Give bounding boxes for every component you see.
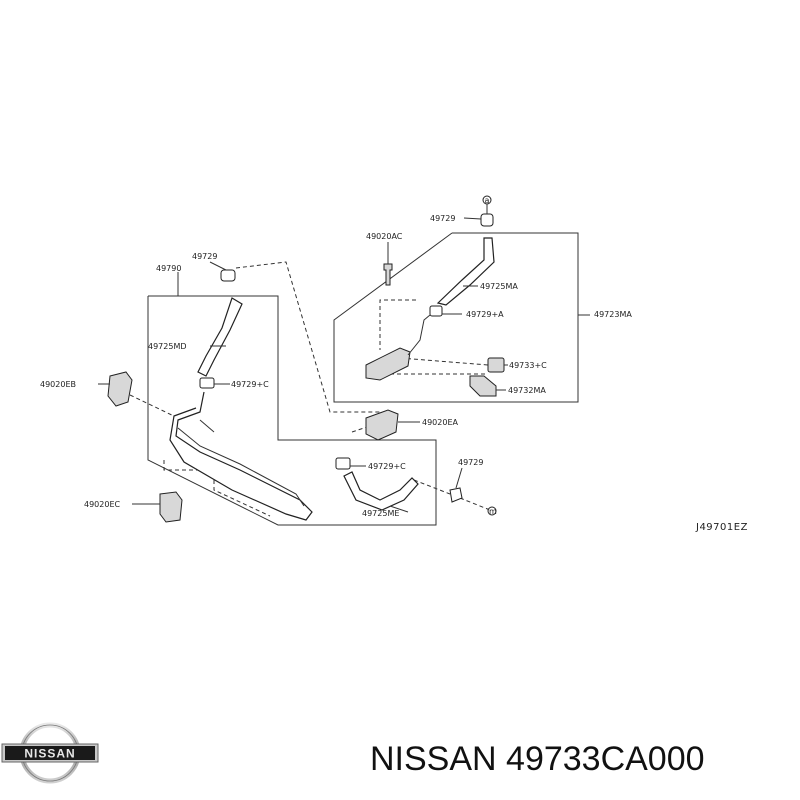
- label-49729-top: 49729: [430, 214, 455, 223]
- diagram-ref-code: J49701EZ: [695, 522, 748, 533]
- part-49733C: [487, 357, 505, 373]
- label-49729A: 49729+A: [466, 310, 504, 319]
- label-49020AC: 49020AC: [366, 232, 403, 241]
- clamp-49729C-a: [199, 377, 215, 389]
- frame-49723MA: [333, 232, 579, 403]
- hose-49725MD: [197, 297, 243, 377]
- label-49020EC: 49020EC: [84, 500, 121, 509]
- part-number-caption: NISSAN 49733CA000: [370, 740, 705, 778]
- clamp-49729-right: [449, 487, 463, 503]
- frame-49790: [147, 295, 437, 526]
- label-49725ME: 49725ME: [362, 509, 399, 518]
- clamp-49729C-b: [335, 457, 351, 470]
- logo-text: NISSAN: [24, 747, 75, 761]
- hose-49725MA: [436, 237, 495, 306]
- label-49729C-b: 49729+C: [368, 462, 406, 471]
- bracket-assembly: [365, 347, 411, 381]
- clamp-49729-left: [220, 269, 236, 282]
- label-49729-right: 49729: [458, 458, 483, 467]
- bracket-49020EB: [107, 371, 133, 407]
- clamp-49729A: [429, 305, 443, 317]
- bracket-49020EC: [159, 491, 183, 523]
- label-49790: 49790: [156, 264, 181, 273]
- label-49725MA: 49725MA: [480, 282, 518, 291]
- label-49723MA: 49723MA: [594, 310, 632, 319]
- parts-diagram: a m 49729 49020AC 49725MA 497: [40, 195, 748, 533]
- label-49725MD: 49725MD: [148, 342, 187, 351]
- label-49729C-a: 49729+C: [231, 380, 269, 389]
- clamp-49729-top: [480, 213, 494, 227]
- nissan-logo: NISSAN: [1, 722, 99, 784]
- tube-49790: [169, 391, 313, 521]
- hose-49725ME: [343, 471, 419, 511]
- marker-m: [487, 506, 497, 516]
- label-49020EB: 49020EB: [40, 380, 76, 389]
- bolt-49020AC: [383, 263, 393, 286]
- marker-m-text: m: [489, 507, 497, 516]
- label-49733C: 49733+C: [509, 361, 547, 370]
- label-49729-left: 49729: [192, 252, 217, 261]
- bracket-49020EA: [365, 409, 399, 441]
- label-49732MA: 49732MA: [508, 386, 546, 395]
- marker-a-text: a: [485, 196, 490, 205]
- part-49732MA: [469, 375, 497, 397]
- label-49020EA: 49020EA: [422, 418, 459, 427]
